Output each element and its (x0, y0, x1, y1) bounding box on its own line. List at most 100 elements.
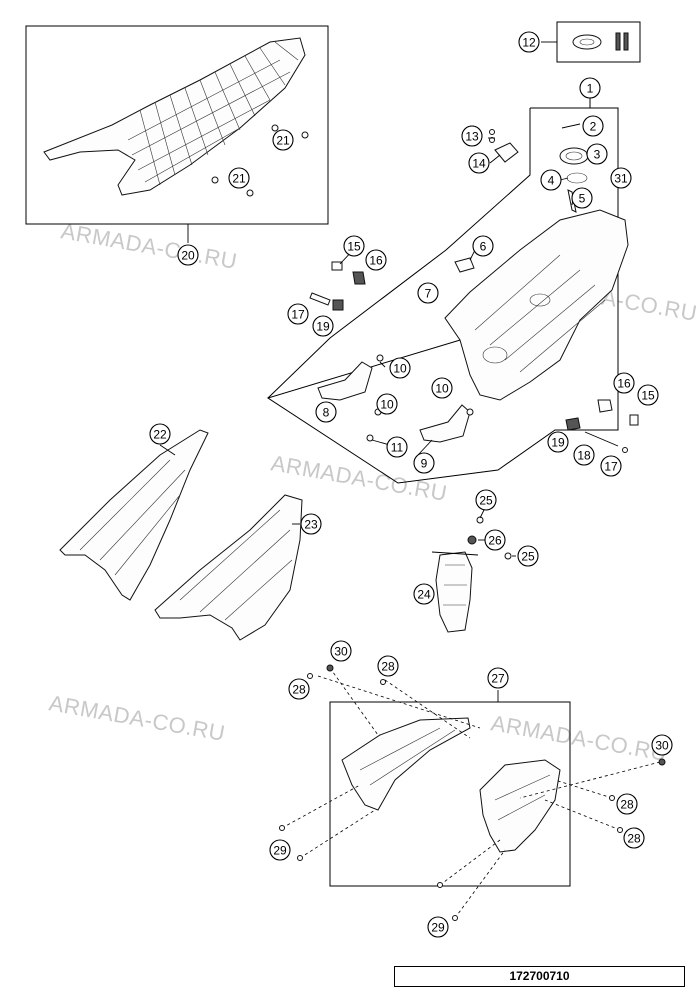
rubber-19-right (565, 417, 581, 431)
callout-circle (637, 384, 659, 406)
callout-circle (177, 244, 199, 266)
callout-c29a: 29 (269, 839, 291, 861)
callout-circle (573, 444, 595, 466)
filter-box-24 (435, 551, 473, 633)
callout-c28c: 28 (616, 793, 638, 815)
callout-label: 8 (323, 406, 330, 420)
fuel-tank (444, 209, 629, 401)
callout-label: 23 (304, 518, 318, 532)
callout-label: 27 (491, 672, 505, 686)
callout-label: 4 (548, 174, 555, 188)
key-12a (615, 32, 621, 51)
bolt-15-left (331, 261, 343, 271)
callout-label: 28 (627, 832, 641, 846)
callout-label: 10 (435, 382, 449, 396)
callout-c30b: 30 (651, 734, 673, 756)
callout-circle (413, 452, 435, 474)
callout-label: 10 (380, 398, 394, 412)
callout-circle (343, 235, 365, 257)
callout-c21b: 21 (228, 167, 250, 189)
callout-c11: 11 (386, 436, 408, 458)
callout-label: 29 (273, 844, 287, 858)
callout-circle (269, 839, 291, 861)
callout-circle (431, 377, 453, 399)
seat-screws (211, 124, 309, 197)
callout-label: 30 (334, 645, 348, 659)
callout-c9: 9 (413, 452, 435, 474)
callout-c25b: 25 (517, 545, 539, 567)
callout-c25a: 25 (475, 489, 497, 511)
bushing-16-left (352, 271, 366, 285)
callout-c16b: 16 (613, 372, 635, 394)
callout-label: 24 (417, 588, 431, 602)
bolt-15-right (629, 414, 639, 426)
fastener-lines (281, 667, 661, 919)
cap-12 (572, 34, 602, 50)
spacer-17-left (309, 292, 331, 306)
number-plate-left (341, 717, 471, 811)
callout-label: 9 (421, 457, 428, 471)
callout-circle (377, 655, 399, 677)
callout-circle (484, 529, 506, 551)
callout-label: 15 (347, 240, 361, 254)
callout-circle (472, 235, 494, 257)
callout-c29b: 29 (427, 916, 449, 938)
callout-label: 12 (522, 36, 536, 50)
fuel-cap (559, 147, 589, 165)
callout-c30a: 30 (330, 640, 352, 662)
callout-label: 22 (153, 428, 167, 442)
seat-frame (25, 25, 329, 225)
callout-label: 6 (480, 240, 487, 254)
callout-circle (586, 143, 608, 165)
callout-c3: 3 (586, 143, 608, 165)
callout-label: 11 (391, 441, 404, 455)
callout-label: 21 (276, 134, 290, 148)
callout-circle (623, 827, 645, 849)
callout-c17a: 17 (287, 303, 309, 325)
hose-clip (494, 142, 519, 163)
callout-label: 3 (594, 148, 601, 162)
callout-circle (389, 357, 411, 379)
lower-frame (329, 701, 571, 887)
callout-circle (610, 167, 632, 189)
callout-label: 28 (620, 798, 634, 812)
callout-circle (571, 187, 593, 209)
callout-c1: 1 (579, 77, 601, 99)
seat-part (43, 37, 306, 196)
callout-label: 16 (369, 254, 383, 268)
watermark-4: ARMADA-CO.RU (47, 690, 227, 746)
callout-circle (330, 640, 352, 662)
callout-circle (287, 303, 309, 325)
callout-c23: 23 (300, 513, 322, 535)
callout-circle (386, 436, 408, 458)
lower-screws (279, 664, 666, 921)
callout-c10c: 10 (431, 377, 453, 399)
callout-c31: 31 (610, 167, 632, 189)
callout-label: 1 (587, 82, 594, 96)
lower-group (329, 690, 571, 887)
callout-circle (518, 31, 540, 53)
callout-c20: 20 (177, 244, 199, 266)
seat-group (25, 25, 329, 243)
callout-label: 31 (614, 172, 628, 186)
callout-c28a: 28 (288, 678, 310, 700)
callout-c15b: 15 (637, 384, 659, 406)
callout-circle (427, 916, 449, 938)
bushing-16-right (597, 399, 613, 413)
callout-c28b: 28 (377, 655, 399, 677)
callout-label: 7 (425, 287, 432, 301)
callout-circle (600, 455, 622, 477)
callout-label: 2 (590, 120, 597, 134)
callout-label: 17 (291, 308, 305, 322)
callout-circle (579, 77, 601, 99)
callout-circle (376, 393, 398, 415)
callout-c13: 13 (461, 125, 483, 147)
callout-label: 21 (232, 172, 246, 186)
callout-label: 30 (655, 739, 669, 753)
callout-circle (547, 431, 569, 453)
callout-c6: 6 (472, 235, 494, 257)
callout-circle (468, 152, 490, 174)
callout-label: 13 (465, 130, 479, 144)
callout-c27: 27 (487, 667, 509, 689)
